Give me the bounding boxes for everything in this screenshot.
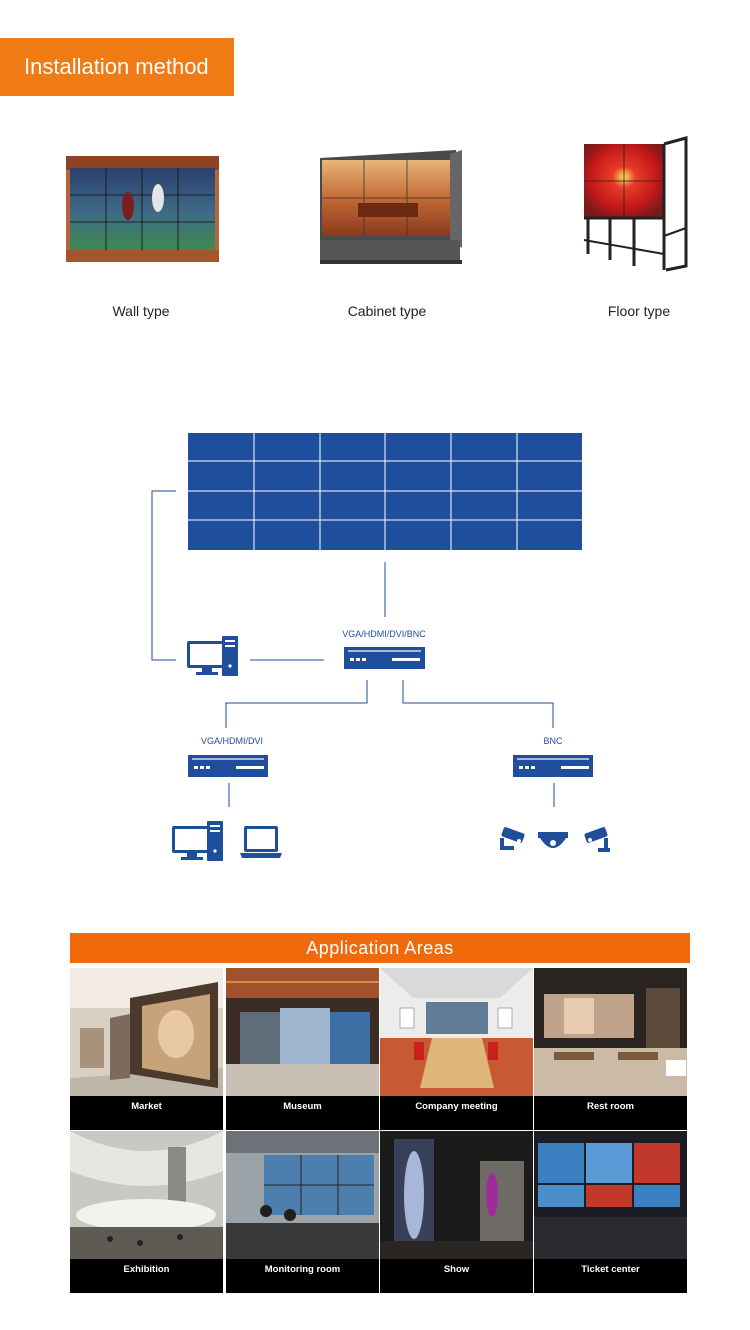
application-tile-monitoring-room: Monitoring room bbox=[226, 1131, 379, 1293]
floor-type-label: Floor type bbox=[607, 303, 671, 319]
laptop-icon bbox=[240, 826, 282, 858]
application-tile-market: Market bbox=[70, 968, 223, 1130]
ticket-center-photo bbox=[534, 1131, 687, 1259]
market-label: Market bbox=[70, 1096, 223, 1130]
application-areas-heading: Application Areas bbox=[70, 933, 690, 963]
desktop-computer-icon bbox=[172, 821, 223, 861]
left-signal-label: VGA/HDMI/DVI bbox=[201, 736, 263, 746]
installation-method-heading: Installation method bbox=[0, 38, 234, 96]
application-tile-rest-room: Rest room bbox=[534, 968, 687, 1130]
source-computer-icon bbox=[187, 636, 238, 676]
company-meeting-label: Company meeting bbox=[380, 1096, 533, 1130]
cabinet-type-image bbox=[318, 148, 463, 266]
application-tile-ticket-center: Ticket center bbox=[534, 1131, 687, 1293]
application-tile-museum: Museum bbox=[226, 968, 379, 1130]
company-meeting-photo bbox=[380, 968, 533, 1096]
application-tile-company-meeting: Company meeting bbox=[380, 968, 533, 1130]
show-label: Show bbox=[380, 1259, 533, 1293]
exhibition-photo bbox=[70, 1131, 223, 1259]
wall-type-label: Wall type bbox=[112, 303, 170, 319]
rest-room-label: Rest room bbox=[534, 1096, 687, 1130]
cctv-camera-left-icon bbox=[500, 827, 525, 850]
right-signal-label: BNC bbox=[543, 736, 563, 746]
connection-lines bbox=[151, 490, 555, 807]
application-tile-show: Show bbox=[380, 1131, 533, 1293]
museum-label: Museum bbox=[226, 1096, 379, 1130]
cabinet-type-label: Cabinet type bbox=[347, 303, 427, 319]
rest-room-photo bbox=[534, 968, 687, 1096]
floor-type-image bbox=[582, 136, 690, 272]
video-wall-grid bbox=[188, 433, 582, 550]
right-switcher-icon bbox=[513, 755, 593, 777]
dome-camera-icon bbox=[538, 832, 568, 848]
ticket-center-label: Ticket center bbox=[534, 1259, 687, 1293]
left-switcher-icon bbox=[188, 755, 268, 777]
wall-type-image bbox=[66, 156, 219, 262]
exhibition-label: Exhibition bbox=[70, 1259, 223, 1293]
main-signal-label: VGA/HDMI/DVI/BNC bbox=[342, 629, 426, 639]
application-tile-exhibition: Exhibition bbox=[70, 1131, 223, 1293]
monitoring-room-label: Monitoring room bbox=[226, 1259, 379, 1293]
museum-photo bbox=[226, 968, 379, 1096]
cctv-camera-right-icon bbox=[584, 827, 610, 852]
show-photo bbox=[380, 1131, 533, 1259]
market-photo bbox=[70, 968, 223, 1096]
monitoring-room-photo bbox=[226, 1131, 379, 1259]
connection-diagram: VGA/HDMI/DVI/BNC VGA/HDMI/DVI BNC bbox=[151, 433, 610, 861]
main-controller-icon bbox=[344, 647, 425, 669]
